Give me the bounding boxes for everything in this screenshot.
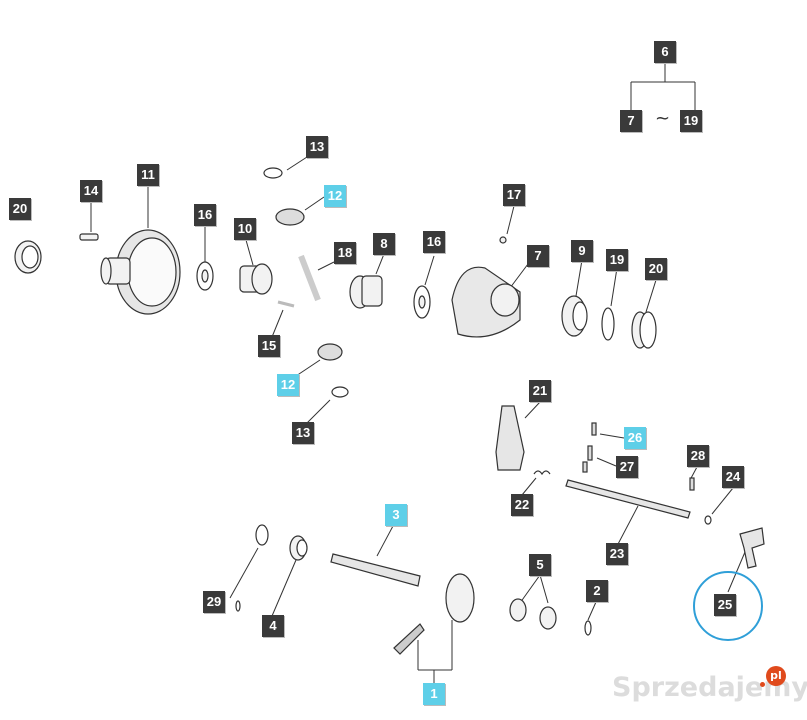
callout-22: 22: [511, 494, 533, 516]
highlight-circle-25: [693, 571, 763, 641]
callout-24: 24: [722, 466, 744, 488]
callout-1: 1: [423, 683, 445, 705]
callout-17: 17: [503, 184, 525, 206]
callout-20: 20: [645, 258, 667, 280]
callout-15: 15: [258, 335, 280, 357]
callout-7: 7: [527, 245, 549, 267]
callout-13: 13: [292, 422, 314, 444]
callout-16: 16: [194, 204, 216, 226]
tilde-range: ~: [655, 108, 671, 129]
bracket-6: [630, 64, 696, 110]
callout-29: 29: [203, 591, 225, 613]
callout-28: 28: [687, 445, 709, 467]
callout-10: 10: [234, 218, 256, 240]
callout-9: 9: [571, 240, 593, 262]
callout-4: 4: [262, 615, 284, 637]
callout-5: 5: [529, 554, 551, 576]
callout-16: 16: [423, 231, 445, 253]
callout-13: 13: [306, 136, 328, 158]
bracket-1: [417, 620, 453, 684]
callout-11: 11: [137, 164, 159, 186]
callout-19: 19: [606, 249, 628, 271]
callout-18: 18: [334, 242, 356, 264]
callout-6: 6: [654, 41, 676, 63]
callout-14: 14: [80, 180, 102, 202]
callout-19: 19: [680, 110, 702, 132]
callout-2: 2: [586, 580, 608, 602]
callout-27: 27: [616, 456, 638, 478]
callout-23: 23: [606, 543, 628, 565]
callout-21: 21: [529, 380, 551, 402]
callout-8: 8: [373, 233, 395, 255]
callout-26: 26: [624, 427, 646, 449]
callout-25: 25: [714, 594, 736, 616]
callout-7: 7: [620, 110, 642, 132]
callout-3: 3: [385, 504, 407, 526]
watermark-badge: pl: [766, 666, 786, 686]
watermark-dot: [760, 682, 765, 687]
callout-12: 12: [277, 374, 299, 396]
callout-12: 12: [324, 185, 346, 207]
callout-20: 20: [9, 198, 31, 220]
